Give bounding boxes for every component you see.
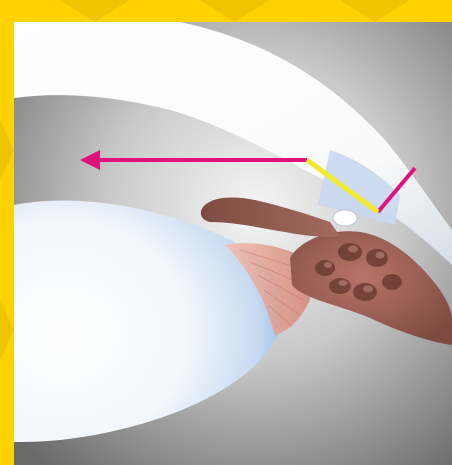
schlemms-canal xyxy=(333,210,357,226)
